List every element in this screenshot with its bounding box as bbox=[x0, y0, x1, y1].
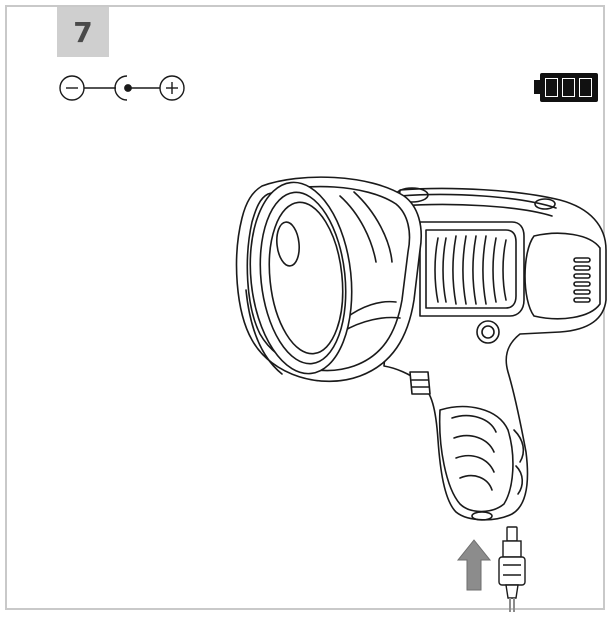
rear-panel bbox=[524, 232, 601, 320]
bumper-edge bbox=[245, 289, 283, 375]
center-pin-dot-icon bbox=[124, 84, 132, 92]
top-ridge-line bbox=[399, 193, 557, 209]
battery-bar-2 bbox=[563, 79, 574, 96]
step-number-badge: 7 bbox=[57, 7, 109, 57]
plug-cable bbox=[509, 598, 515, 612]
side-knob-inner bbox=[481, 325, 495, 339]
plug-tip bbox=[506, 526, 518, 542]
battery-bar-1 bbox=[546, 79, 557, 96]
grip-ridge-4 bbox=[459, 474, 493, 491]
rear-vent-slots bbox=[573, 257, 591, 303]
trigger bbox=[409, 371, 431, 395]
positive-terminal-icon bbox=[159, 75, 185, 101]
grip-ridge-1 bbox=[451, 414, 497, 433]
top-rear-button bbox=[534, 198, 556, 210]
lens-led-reflector bbox=[276, 221, 300, 267]
shroud-fin-2 bbox=[353, 191, 393, 263]
vent-housing bbox=[419, 221, 525, 317]
dc-polarity-icon bbox=[59, 75, 185, 101]
top-ridge-line-2 bbox=[399, 203, 553, 217]
lens-glass bbox=[268, 201, 344, 355]
handle-back-detail-2 bbox=[515, 465, 524, 495]
insert-arrow-icon bbox=[456, 539, 492, 591]
plug-strain-relief bbox=[505, 584, 519, 599]
battery-full-icon bbox=[534, 73, 598, 102]
handle-grip bbox=[438, 405, 514, 513]
handle-back-detail-1 bbox=[513, 429, 525, 463]
plug-collar bbox=[502, 540, 522, 558]
lens-ring bbox=[259, 191, 347, 365]
shroud-fin-1 bbox=[339, 195, 377, 263]
head-shroud-inner bbox=[246, 185, 411, 372]
vent-inner-frame bbox=[425, 229, 517, 309]
grip-ridge-2 bbox=[453, 434, 495, 453]
charging-port bbox=[471, 511, 493, 521]
center-pin-c-icon bbox=[114, 75, 128, 101]
vent-grille bbox=[434, 235, 507, 305]
plug-body bbox=[498, 556, 526, 586]
battery-bar-3 bbox=[580, 79, 591, 96]
step-number: 7 bbox=[73, 15, 93, 49]
dc-plug-icon bbox=[498, 526, 526, 612]
spotlight-device bbox=[235, 176, 607, 521]
grip-ridge-3 bbox=[455, 454, 495, 473]
side-knob bbox=[476, 320, 500, 344]
lens-bezel bbox=[249, 181, 353, 375]
